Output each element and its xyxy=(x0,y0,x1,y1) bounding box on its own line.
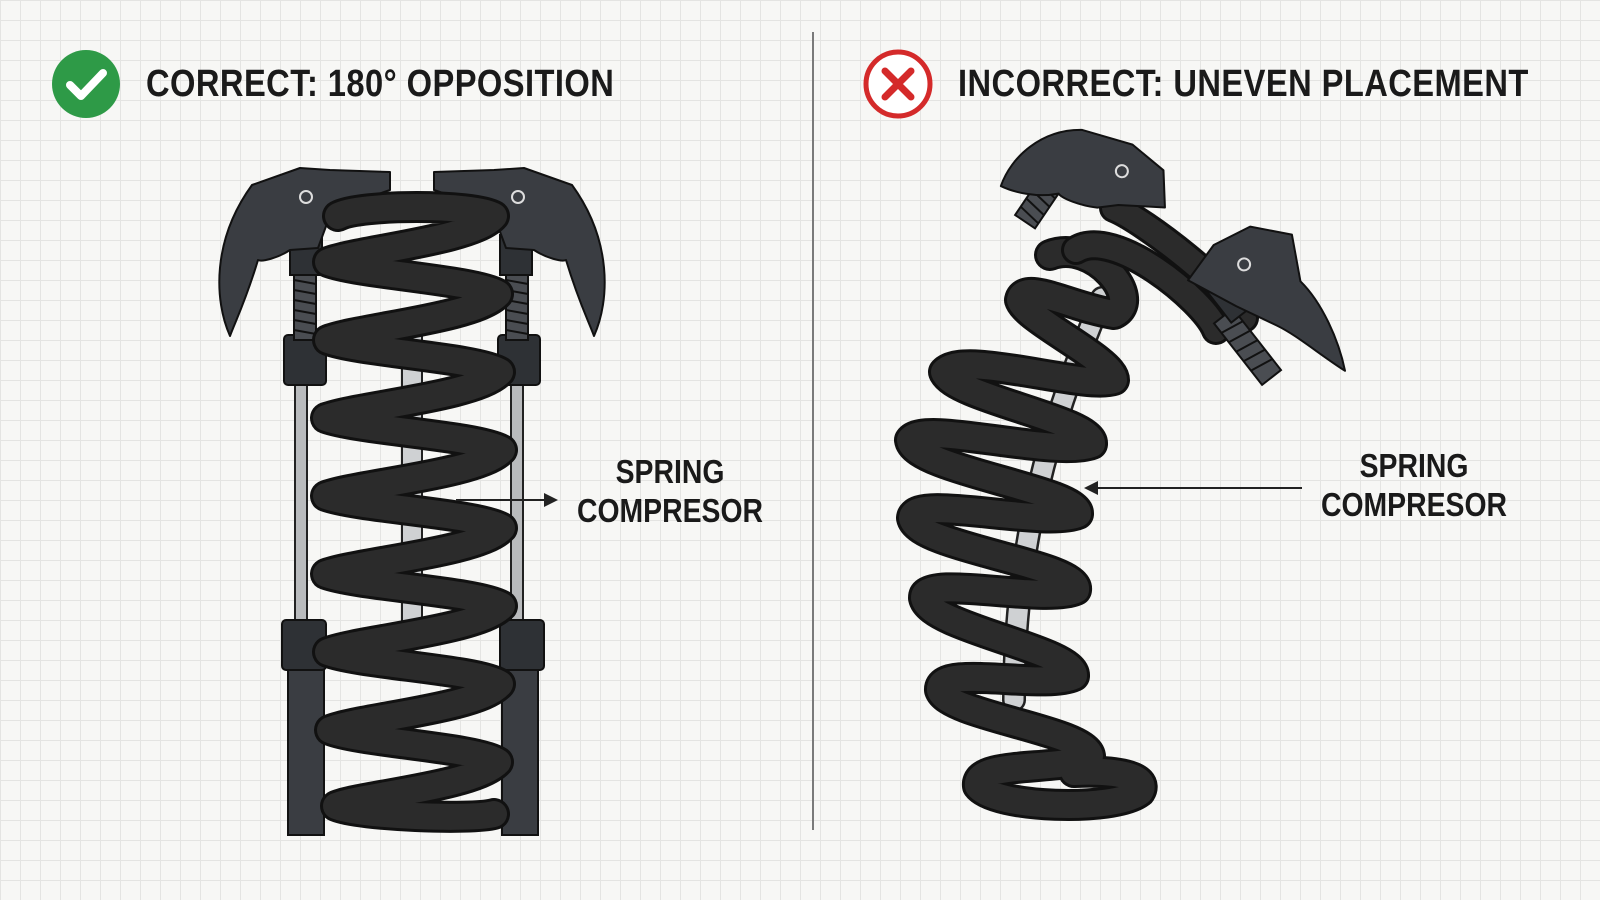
correct-heading-text: CORRECT: 180° OPPOSITION xyxy=(146,62,615,105)
compressor-tool-left xyxy=(218,167,391,836)
compressor-tool-top xyxy=(999,128,1166,230)
incorrect-compressor-illustration xyxy=(894,128,1347,821)
correct-heading: CORRECT: 180° OPPOSITION xyxy=(50,48,691,120)
callout-arrow-left xyxy=(456,493,558,507)
incorrect-heading: INCORRECT: UNEVEN PLACEMENT xyxy=(862,48,1600,120)
spring-compressor-label: SPRING COMPRESOR xyxy=(1294,446,1534,524)
panel-divider xyxy=(812,32,814,830)
callout-line-1: SPRING xyxy=(1359,447,1469,484)
callout-arrow-right xyxy=(1084,481,1302,495)
spring-compressor-label: SPRING COMPRESOR xyxy=(550,452,790,530)
compressor-tool-side xyxy=(1187,225,1347,387)
coil-spring-bent xyxy=(894,193,1259,821)
correct-compressor-illustration xyxy=(218,167,606,836)
correct-panel: CORRECT: 180° OPPOSITION xyxy=(50,48,790,836)
compressor-tool-right xyxy=(433,167,606,836)
callout-line-2: COMPRESOR xyxy=(576,492,764,529)
callout-line-2: COMPRESOR xyxy=(1320,486,1508,523)
coil-spring-straight xyxy=(310,191,518,833)
callout-line-1: SPRING xyxy=(615,453,725,490)
x-circle-icon xyxy=(863,49,933,119)
incorrect-panel: INCORRECT: UNEVEN PLACEMENT xyxy=(814,0,1600,900)
check-circle-icon xyxy=(52,50,120,118)
incorrect-heading-text: INCORRECT: UNEVEN PLACEMENT xyxy=(958,62,1529,105)
